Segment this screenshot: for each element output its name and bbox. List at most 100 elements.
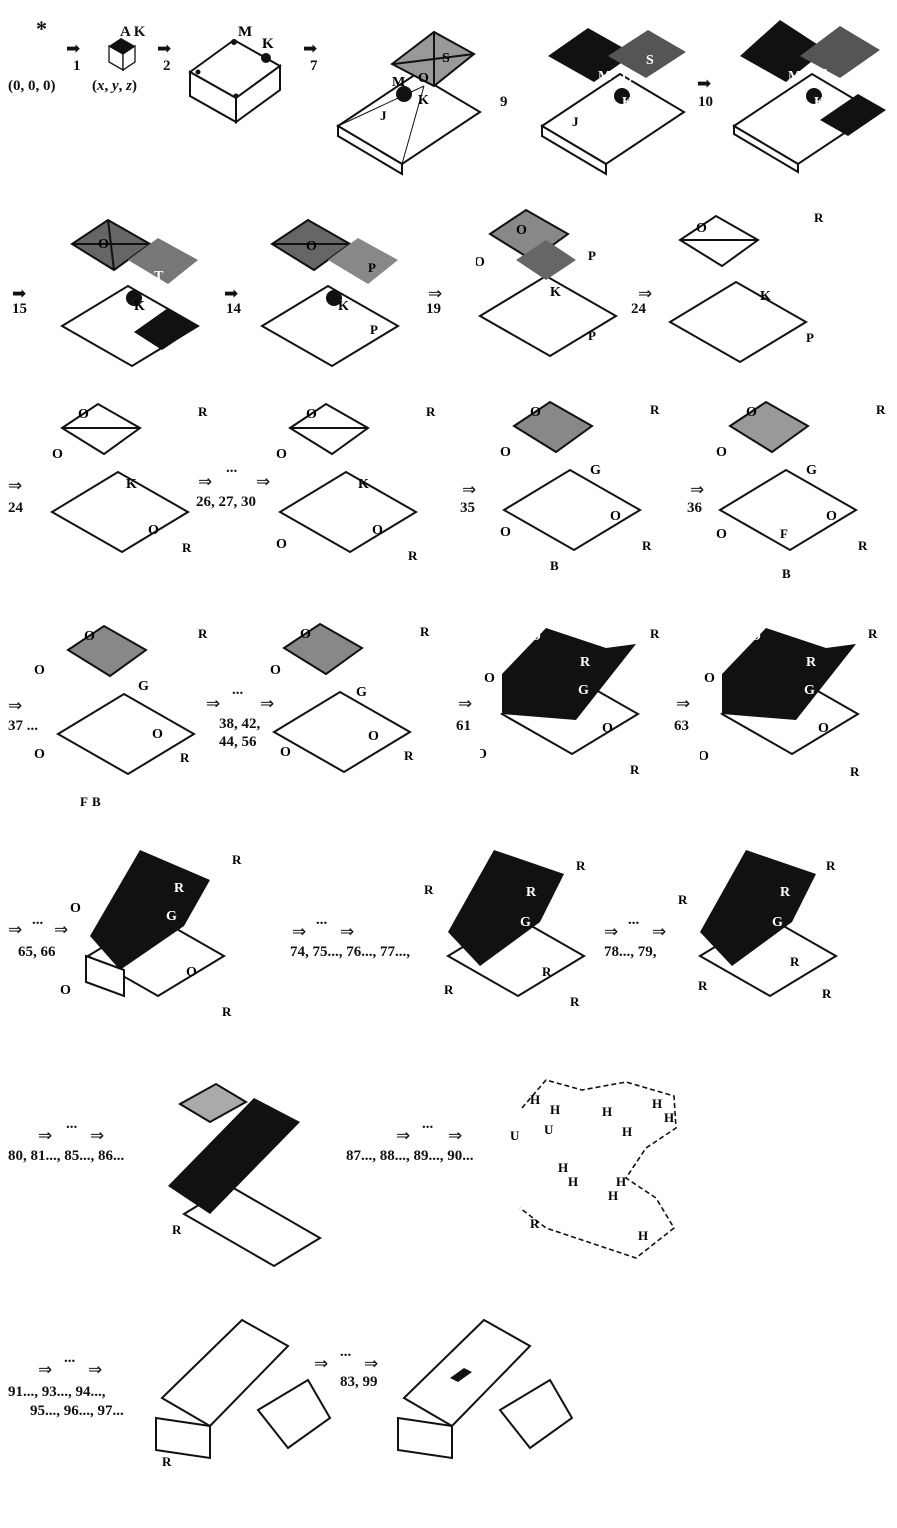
arrow-step-36: ⇒ xyxy=(690,482,704,499)
label-G: G xyxy=(772,915,783,930)
label-G: G xyxy=(166,909,177,924)
step-label: 36 xyxy=(687,500,702,517)
arrow-step-86: ⇒ xyxy=(90,1128,104,1145)
label-O: O xyxy=(500,525,511,540)
figure-step-97: R xyxy=(148,1298,338,1528)
label-R: R xyxy=(780,885,791,900)
label-R: R xyxy=(650,626,660,641)
label-P: P xyxy=(588,248,596,263)
label-R: R xyxy=(182,540,192,555)
figure-step-99 xyxy=(390,1298,580,1528)
figure-step-61: O R G R O O R O xyxy=(480,604,670,804)
label-G: G xyxy=(138,679,149,694)
step-label: 87..., 88..., 89..., 90... xyxy=(346,1148,474,1165)
label-O: O xyxy=(622,71,633,86)
step-label: 35 xyxy=(460,500,475,517)
label-O: O xyxy=(500,445,511,460)
label-O: O xyxy=(700,749,709,764)
label-O: O xyxy=(186,965,197,980)
label-O: O xyxy=(114,853,125,868)
label-O: O xyxy=(516,223,527,238)
label-G: G xyxy=(356,685,367,700)
figure-step-79: R R G R R R R R xyxy=(676,836,876,1056)
origin-coordinates: (0, 0, 0) xyxy=(8,78,56,95)
arrow-step-37: ⇒ xyxy=(8,698,22,715)
label-O: O xyxy=(84,629,95,644)
label-R: R xyxy=(162,1454,172,1469)
label-O: O xyxy=(300,627,311,642)
label-R: R xyxy=(580,655,591,670)
step-label: 24 xyxy=(631,301,646,318)
figure-step-30: O R O K O O R xyxy=(276,392,456,582)
label-R: R xyxy=(850,764,860,779)
label-O: O xyxy=(484,671,495,686)
label-H: H xyxy=(622,1124,632,1139)
label-O: O xyxy=(60,983,71,998)
label-F: F xyxy=(80,794,88,809)
label-R: R xyxy=(712,865,723,880)
step-label: 61 xyxy=(456,718,471,735)
label-R: R xyxy=(570,994,580,1009)
var-z: z xyxy=(126,78,132,94)
label-O: O xyxy=(746,405,757,420)
figure-step-35: O R O G O R O B xyxy=(500,390,680,580)
figure-step-90: H H H H H H U U H H H H H R xyxy=(506,1068,706,1298)
label-O: O xyxy=(530,405,541,420)
label-R: R xyxy=(232,852,242,867)
label-F: F xyxy=(780,526,788,541)
label-O: O xyxy=(716,445,727,460)
label-K: K xyxy=(134,299,145,314)
label-O: O xyxy=(818,721,829,736)
label-R: R xyxy=(806,655,817,670)
label-S: S xyxy=(646,53,654,68)
ellipsis: ... xyxy=(340,1344,351,1361)
label-K: K xyxy=(338,299,349,314)
arrow-step-7: ➡ xyxy=(303,41,317,58)
label-O: O xyxy=(306,407,317,422)
label-R: R xyxy=(404,748,414,763)
label-G: G xyxy=(590,463,601,478)
label-U: U xyxy=(544,1122,554,1137)
label-O: O xyxy=(276,537,287,552)
step-label: 7 xyxy=(310,58,318,75)
label-O: O xyxy=(368,729,379,744)
arrow-step-80: ⇒ xyxy=(38,1128,52,1145)
figure-step-63: O R G R O O R O xyxy=(700,604,890,804)
label-H: H xyxy=(608,1188,618,1203)
step-label: 91..., 93..., 94..., xyxy=(8,1384,106,1401)
step-label: 1 xyxy=(73,58,81,75)
step-label: 95..., 96..., 97... xyxy=(30,1403,124,1420)
label-R: R xyxy=(698,978,708,993)
label-H: H xyxy=(550,1102,560,1117)
label-M: M xyxy=(238,26,252,40)
label-M: M xyxy=(598,69,611,84)
label-H: H xyxy=(638,1228,648,1243)
figure-step-66: O R G R O O R O xyxy=(60,836,260,1056)
label-K: K xyxy=(622,95,633,110)
label-O: O xyxy=(826,509,837,524)
label-J: J xyxy=(572,114,579,129)
arrow-step-97: ⇒ xyxy=(88,1362,102,1379)
label-O: O xyxy=(610,509,621,524)
arrow-step-99: ⇒ xyxy=(364,1356,378,1373)
label-O: O xyxy=(530,629,541,644)
label-R: R xyxy=(876,402,886,417)
ellipsis: ... xyxy=(66,1116,77,1133)
arrow-step-87: ⇒ xyxy=(396,1128,410,1145)
arrow-step-35: ⇒ xyxy=(462,482,476,499)
arrow-step-63: ⇒ xyxy=(676,696,690,713)
step-label: 83, 99 xyxy=(340,1374,378,1391)
label-K: K xyxy=(418,93,429,108)
label-K: K xyxy=(760,289,771,304)
label-O: O xyxy=(52,447,63,462)
label-R: R xyxy=(576,858,586,873)
label-G: G xyxy=(578,683,589,698)
label-R: R xyxy=(542,964,552,979)
label-H: H xyxy=(558,1160,568,1175)
label-K: K xyxy=(358,477,369,492)
label-R: R xyxy=(420,624,430,639)
label-R: R xyxy=(198,404,208,419)
var-x: x xyxy=(97,78,105,94)
label-M: M xyxy=(392,75,405,90)
step-label: 15 xyxy=(12,301,27,318)
